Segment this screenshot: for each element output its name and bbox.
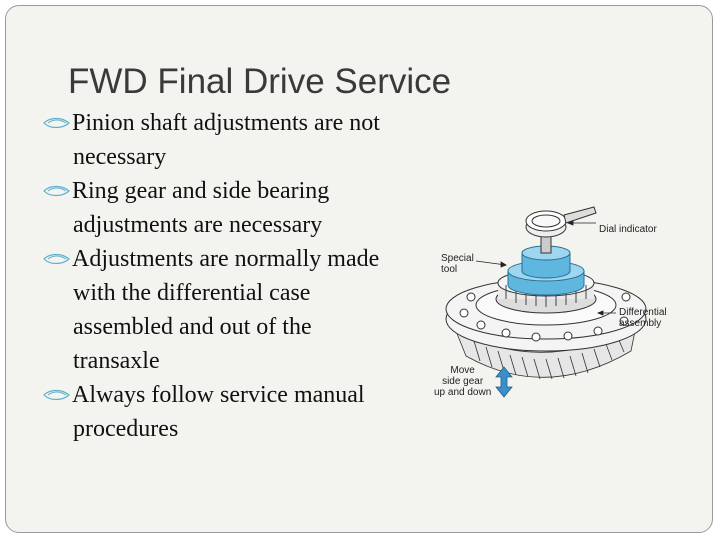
label-special-tool: Special tool <box>441 253 474 275</box>
bullet-text: Adjustments are normally made with the d… <box>72 246 380 374</box>
bullet-text: Pinion shaft adjustments are not necessa… <box>72 110 380 170</box>
up-down-arrow-icon <box>495 366 513 398</box>
bullet-item: Pinion shaft adjustments are not necessa… <box>42 106 402 174</box>
bullet-item: Adjustments are normally made with the d… <box>42 242 402 378</box>
bullet-text: Always follow service manual procedures <box>72 382 365 442</box>
differential-illustration <box>445 206 647 398</box>
slide: FWD Final Drive Service Pinion shaft adj… <box>5 5 713 533</box>
differential-dial-indicator-figure: Dial indicator Special tool Differential… <box>426 201 676 416</box>
label-differential-assembly: Differential assembly <box>619 307 667 329</box>
slide-title: FWD Final Drive Service <box>68 62 452 101</box>
bullet-marker-icon <box>43 117 70 129</box>
bullet-marker-icon <box>43 253 70 265</box>
label-move-side-gear: Move side gear up and down <box>434 365 492 398</box>
special-tool <box>507 245 585 296</box>
bullet-text: Ring gear and side bearing adjustments a… <box>72 178 330 238</box>
label-dial-indicator: Dial indicator <box>599 224 657 235</box>
bullet-item: Always follow service manual procedures <box>42 378 402 446</box>
bullet-marker-icon <box>43 389 70 401</box>
bullet-marker-icon <box>43 185 70 197</box>
bullet-list: Pinion shaft adjustments are not necessa… <box>42 106 402 446</box>
dial-indicator <box>525 206 597 254</box>
bullet-item: Ring gear and side bearing adjustments a… <box>42 174 402 242</box>
